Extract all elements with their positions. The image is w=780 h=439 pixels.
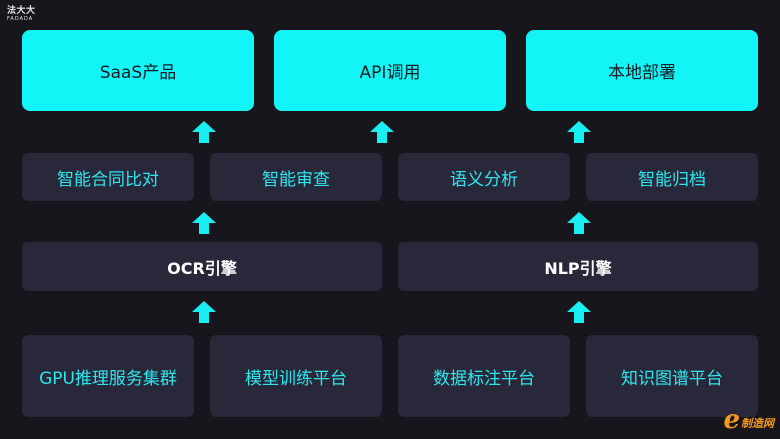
up-arrow-icon	[567, 121, 591, 143]
app-contract-compare: 智能合同比对	[22, 153, 194, 201]
platform-model-training: 模型训练平台	[210, 335, 382, 417]
platform-knowledge-graph: 知识图谱平台	[586, 335, 758, 417]
product-saas: SaaS产品	[22, 30, 254, 111]
platform-data-labeling: 数据标注平台	[398, 335, 570, 417]
watermark-text: 制造网	[741, 417, 774, 430]
up-arrow-icon	[192, 212, 216, 234]
up-arrow-icon	[192, 301, 216, 323]
product-api: API调用	[274, 30, 506, 111]
engine-nlp: NLP引擎	[398, 242, 758, 291]
engine-ocr: OCR引擎	[22, 242, 382, 291]
platform-gpu-cluster: GPU推理服务集群	[22, 335, 194, 417]
product-local-deploy: 本地部署	[526, 30, 758, 111]
brand-logo: 法大大 FADADA	[7, 7, 36, 22]
app-smart-review: 智能审查	[210, 153, 382, 201]
app-semantic-analysis: 语义分析	[398, 153, 570, 201]
logo-chinese: 法大大	[7, 6, 36, 16]
watermark: e 制造网	[723, 407, 774, 433]
up-arrow-icon	[370, 121, 394, 143]
up-arrow-icon	[567, 301, 591, 323]
logo-english: FADADA	[7, 16, 34, 22]
app-smart-archive: 智能归档	[586, 153, 758, 201]
up-arrow-icon	[567, 212, 591, 234]
up-arrow-icon	[192, 121, 216, 143]
watermark-logo: e	[723, 405, 740, 435]
